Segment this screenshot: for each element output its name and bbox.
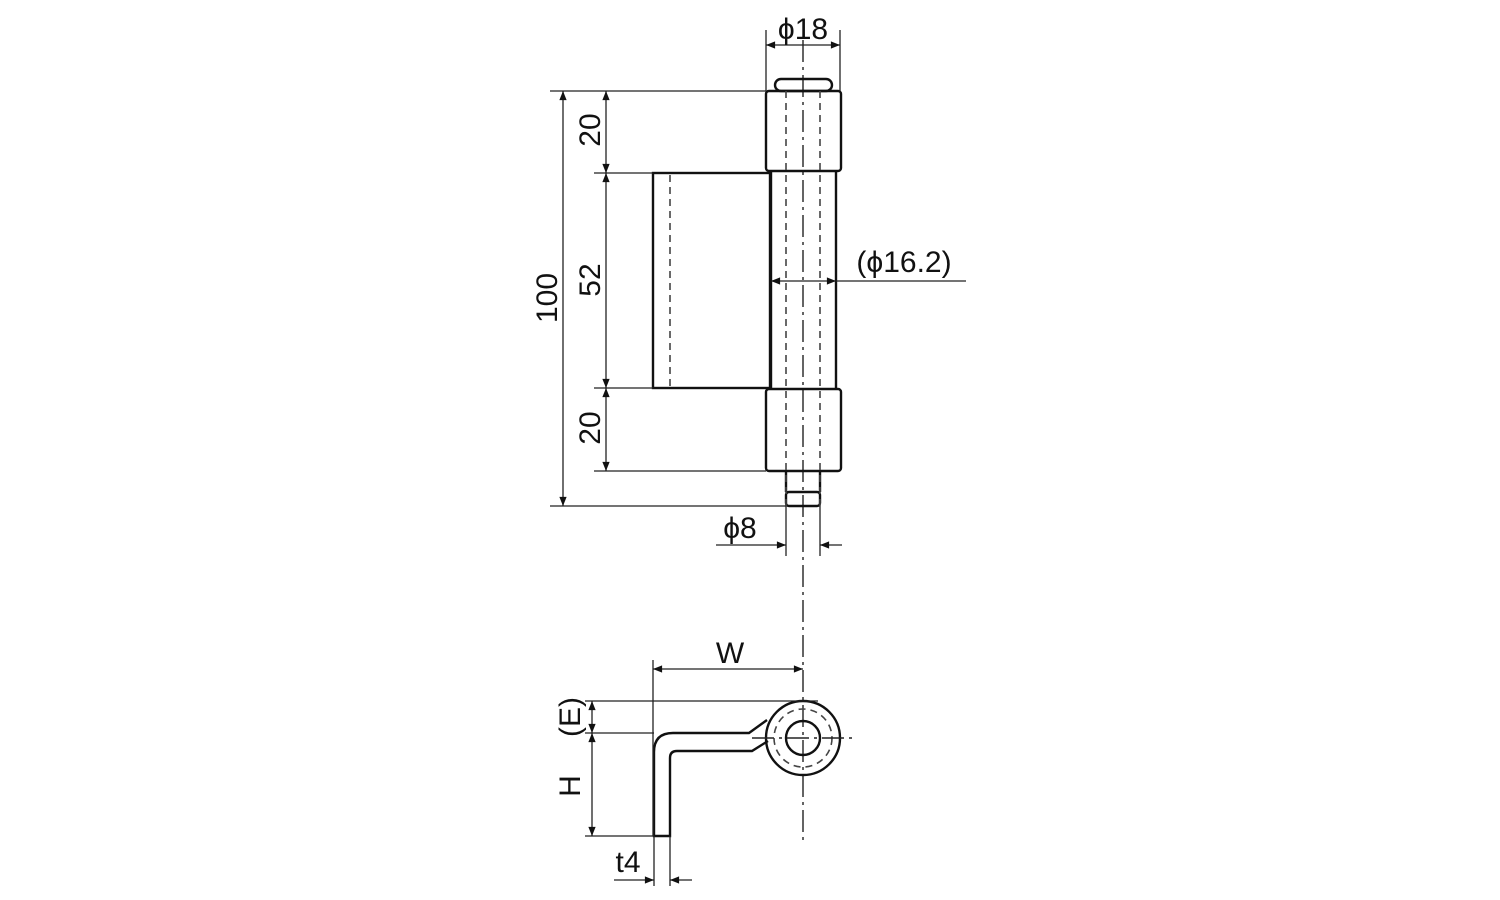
dim-bottom-knuckle: 20 bbox=[574, 411, 607, 444]
dim-height: H bbox=[554, 775, 587, 797]
dim-knuckle-diameter: (ϕ16.2) bbox=[856, 246, 951, 279]
dim-leaf-height: 52 bbox=[574, 263, 607, 296]
top-knuckle bbox=[764, 89, 843, 173]
front-view: 100 20 52 20 ϕ18 (ϕ16.2) ϕ8 bbox=[531, 13, 966, 845]
dim-pin-diameter: ϕ8 bbox=[723, 512, 757, 545]
dim-top-knuckle: 20 bbox=[574, 113, 607, 146]
dim-width: W bbox=[716, 637, 745, 670]
dim-overall-height: 100 bbox=[531, 273, 564, 323]
bottom-knuckle bbox=[764, 387, 843, 473]
dim-pin-head-diameter: ϕ18 bbox=[778, 13, 828, 46]
leaf-profile bbox=[652, 719, 769, 838]
hinge-leaf bbox=[651, 171, 772, 390]
pin-bore-circle bbox=[784, 719, 822, 757]
top-view: W (E) H t4 bbox=[554, 637, 855, 886]
dim-offset: (E) bbox=[554, 697, 587, 737]
dim-thickness: t4 bbox=[615, 846, 640, 879]
